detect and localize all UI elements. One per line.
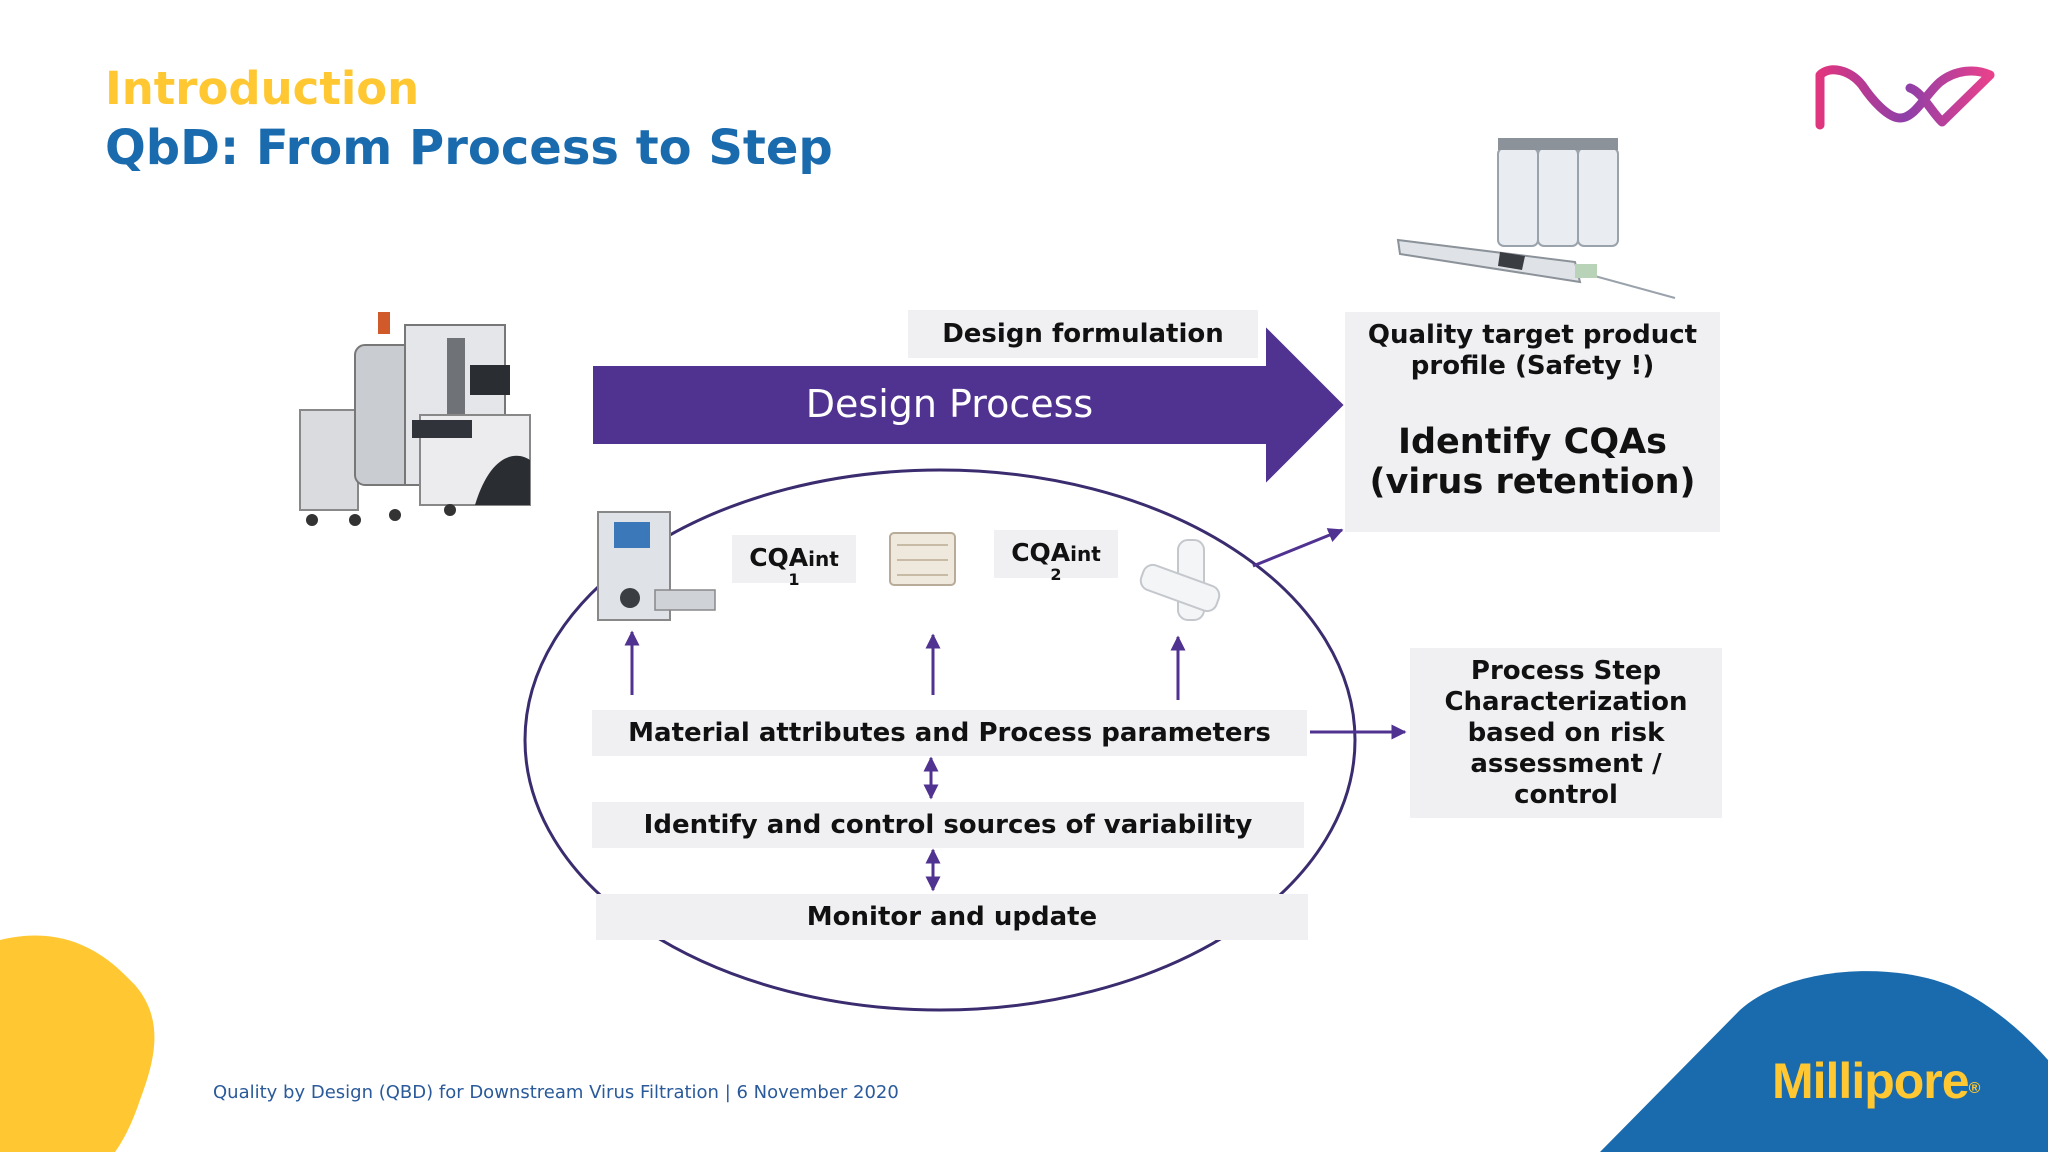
cqa1-sub: int <box>808 547 839 571</box>
process-ellipse <box>523 468 1357 1012</box>
identify-control-label: Identify and control sources of variabil… <box>643 810 1253 840</box>
step-char-line1: Process Step <box>1470 655 1662 686</box>
quality-target-line1: Quality target product <box>1367 320 1698 350</box>
bioreactor-illustration <box>299 312 531 526</box>
cqa2-index: 2 <box>1050 565 1062 584</box>
equipment-illustration-2 <box>889 532 956 586</box>
equipment-illustration-3 <box>1139 539 1221 621</box>
step-char-line5: control <box>1514 779 1618 810</box>
page-subtitle: QbD: From Process to Step <box>105 120 833 176</box>
equipment-illustration-1 <box>597 511 716 621</box>
identify-control-box: Identify and control sources of variabil… <box>592 802 1304 848</box>
design-process-label: Design Process <box>805 382 1094 426</box>
material-attributes-label: Material attributes and Process paramete… <box>628 718 1271 748</box>
millipore-brand-text: Millipore <box>1772 1053 1970 1109</box>
step-characterization-box: Process Step Characterization based on r… <box>1410 648 1722 818</box>
design-formulation-label: Design formulation <box>942 319 1224 349</box>
cqa1-index: 1 <box>788 570 800 589</box>
arrow-to-cqas <box>1252 528 1344 568</box>
millipore-registered-mark: ® <box>1968 1080 1981 1097</box>
step-char-line3: based on risk <box>1467 717 1665 748</box>
monitor-update-label: Monitor and update <box>806 902 1098 932</box>
page-title: Introduction <box>105 62 420 115</box>
millipore-logo: Millipore® <box>1772 1052 1981 1110</box>
quality-target-box: Quality target product profile (Safety !… <box>1345 312 1720 532</box>
step-char-line2: Characterization <box>1444 686 1688 717</box>
merck-logo-icon <box>1815 65 1995 130</box>
cqa2-main: CQA <box>1011 538 1071 567</box>
cqa2-sub: int <box>1070 542 1101 566</box>
cqa-int-1-box: CQAint 1 <box>732 535 856 588</box>
monitor-update-box: Monitor and update <box>596 894 1308 940</box>
material-attributes-box: Material attributes and Process paramete… <box>592 710 1307 756</box>
cqa1-main: CQA <box>749 543 809 572</box>
blue-blob-shape <box>1600 971 2048 1152</box>
design-formulation-box: Design formulation <box>908 310 1258 358</box>
cqa-int-2-box: CQAint 2 <box>994 530 1118 583</box>
footer-text: Quality by Design (QBD) for Downstream V… <box>213 1082 899 1103</box>
quality-target-line2: profile (Safety !) <box>1410 351 1655 381</box>
design-process-arrow <box>591 322 1347 488</box>
step-char-line4: assessment / <box>1470 748 1662 779</box>
yellow-blob-shape <box>0 935 155 1152</box>
identify-cqas-line1: Identify CQAs <box>1397 422 1668 462</box>
vials-syringe-illustration <box>1396 138 1676 299</box>
identify-cqas-line2: (virus retention) <box>1369 462 1696 502</box>
